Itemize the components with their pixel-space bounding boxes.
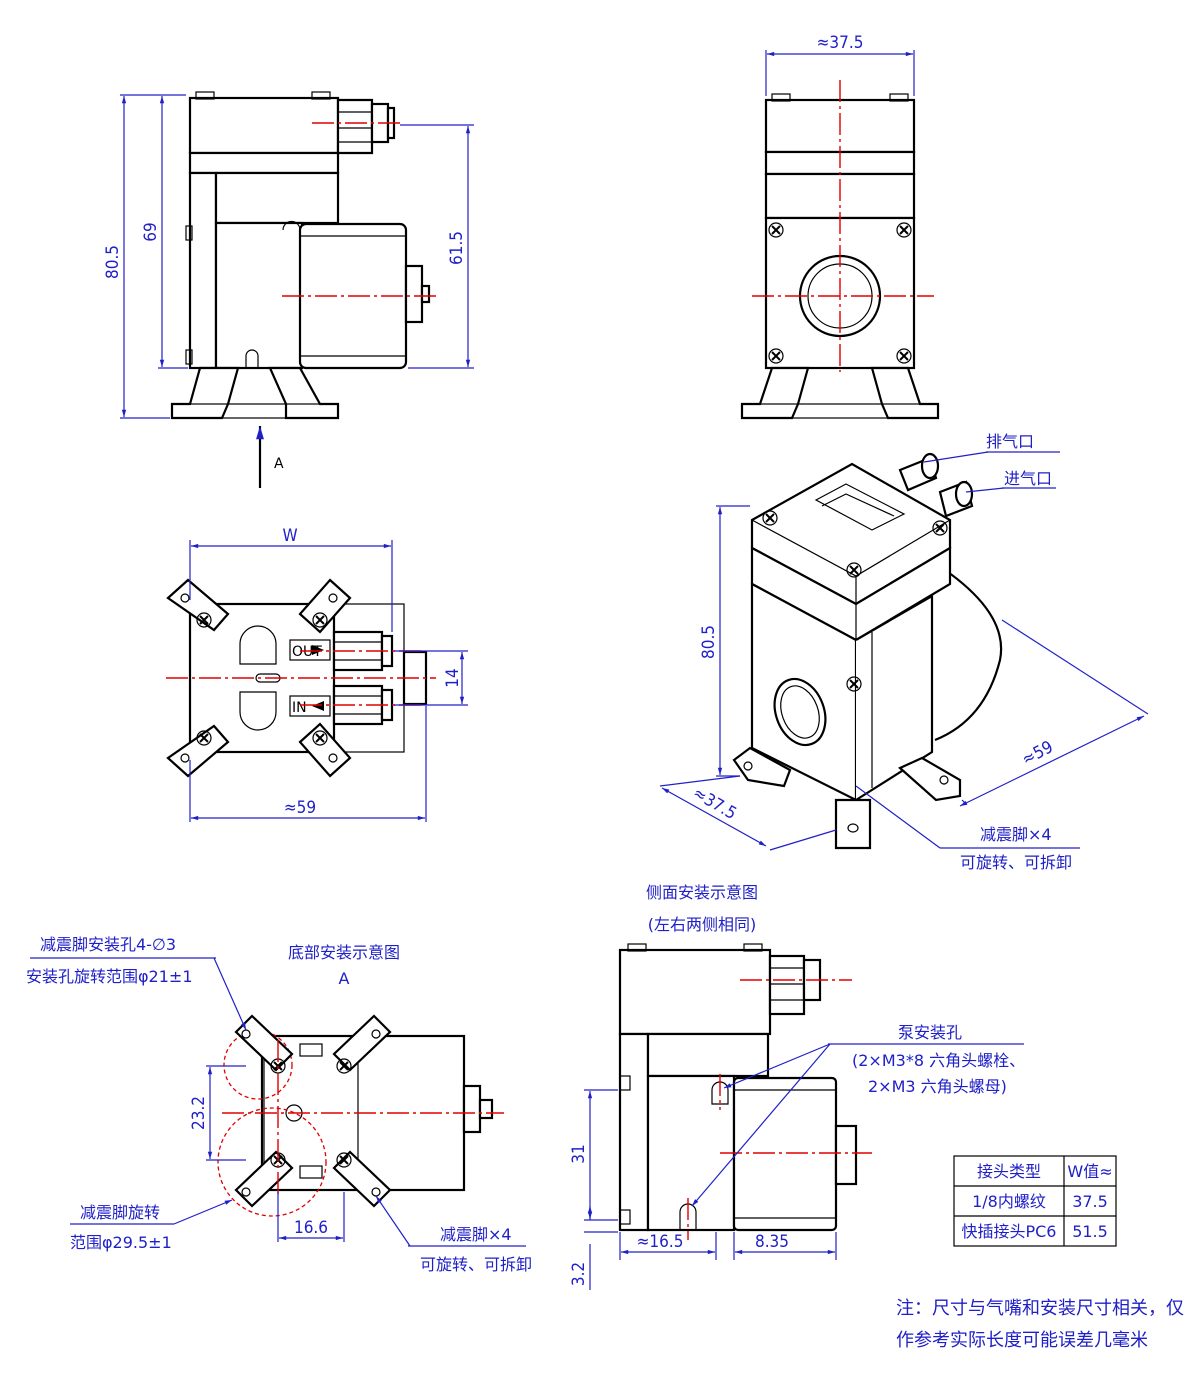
table-cell: 51.5 <box>1072 1222 1108 1241</box>
table-cell: 快插接头PC6 <box>961 1222 1056 1241</box>
fitting-table: 接头类型 W值≈ 1/8内螺纹 37.5 快插接头PC6 51.5 <box>953 1155 1117 1247</box>
front-view <box>170 91 440 420</box>
dim-bottom-offset: 16.6 <box>294 1218 328 1238</box>
top-view: OUT IN <box>166 578 436 778</box>
pump-hole-callout: 泵安装孔 (2×M3*8 六角头螺栓、 2×M3 六角头螺母) <box>691 1023 1025 1207</box>
foot-hole-label-1: 减震脚安装孔4-∅3 <box>40 935 176 954</box>
iso-callouts: 排气口 进气口 减震脚×4 可旋转、可拆卸 <box>855 432 1080 872</box>
dim-iso-length: ≈59 <box>1019 737 1057 770</box>
isometric-view: 80.5 ≈37.5 ≈59 <box>659 452 1149 851</box>
pump-hole-label-2: (2×M3*8 六角头螺栓、 <box>852 1051 1025 1070</box>
side-mount-dimensions: 31 3.2 ≈16.5 8.35 <box>569 1089 837 1290</box>
bottom-view: 底部安装示意图 A 23.2 16.6 <box>189 943 504 1242</box>
dim-side-mount-base: 3.2 <box>569 1262 589 1286</box>
pump-hole-label-1: 泵安装孔 <box>898 1023 962 1042</box>
bottom-callouts: 减震脚安装孔4-∅3 安装孔旋转范围φ21±1 减震脚旋转 范围φ29.5±1 … <box>26 935 532 1274</box>
note-line-2: 作参考实际长度可能误差几毫米 <box>896 1330 1148 1351</box>
bottom-title: 底部安装示意图 <box>288 943 400 962</box>
dim-side-mount-right: 8.35 <box>755 1232 789 1252</box>
dim-side-mount-left: ≈16.5 <box>637 1232 684 1252</box>
foot-hole-label-2: 安装孔旋转范围φ21±1 <box>26 967 193 986</box>
dim-front-right: 61.5 <box>447 231 467 265</box>
dim-top-width: W <box>282 526 297 546</box>
table-cell: 1/8内螺纹 <box>972 1192 1046 1211</box>
dim-front-total: 80.5 <box>103 245 123 279</box>
exhaust-port-label: 排气口 <box>986 432 1034 451</box>
dim-side-mount-height: 31 <box>569 1144 589 1163</box>
foot-rotate-label-2: 范围φ29.5±1 <box>70 1233 172 1252</box>
foot-rotate-label-1: 减震脚旋转 <box>80 1203 160 1222</box>
iso-feet-label-1: 减震脚×4 <box>980 825 1052 844</box>
bottom-feet-label-2: 可旋转、可拆卸 <box>420 1255 532 1274</box>
side-mount-view: 侧面安装示意图 (左右两侧相同) <box>618 883 872 1240</box>
dim-bottom-pitch: 23.2 <box>189 1096 209 1130</box>
side-dimensions: ≈37.5 <box>765 33 915 96</box>
intake-port-label: 进气口 <box>1004 469 1052 488</box>
table-cell: 37.5 <box>1072 1192 1108 1211</box>
note: 注：尺寸与气嘴和安装尺寸相关，仅 作参考实际长度可能误差几毫米 <box>896 1298 1184 1351</box>
dim-top-pitch: 14 <box>443 668 463 687</box>
pump-hole-label-3: 2×M3 六角头螺母) <box>868 1077 1007 1096</box>
view-arrow-label: A <box>274 456 284 472</box>
front-dimensions: 80.5 69 61.5 A <box>103 94 474 488</box>
table-header-w: W值≈ <box>1067 1162 1112 1181</box>
top-dimensions: W ≈59 14 <box>189 526 468 822</box>
table-header-type: 接头类型 <box>977 1162 1041 1181</box>
bottom-title-view: A <box>339 969 350 988</box>
side-title-2: (左右两侧相同) <box>648 915 757 934</box>
note-line-1: 注：尺寸与气嘴和安装尺寸相关，仅 <box>896 1298 1184 1319</box>
top-in-mark: IN <box>292 700 307 716</box>
bottom-feet-label-1: 减震脚×4 <box>440 1225 512 1244</box>
iso-feet-label-2: 可旋转、可拆卸 <box>960 853 1072 872</box>
dim-side-width: ≈37.5 <box>817 33 864 53</box>
dim-iso-height: 80.5 <box>699 625 719 659</box>
side-view <box>740 80 940 420</box>
dim-front-body: 69 <box>141 222 161 241</box>
side-title-1: 侧面安装示意图 <box>646 883 758 902</box>
dim-top-length: ≈59 <box>284 798 316 818</box>
